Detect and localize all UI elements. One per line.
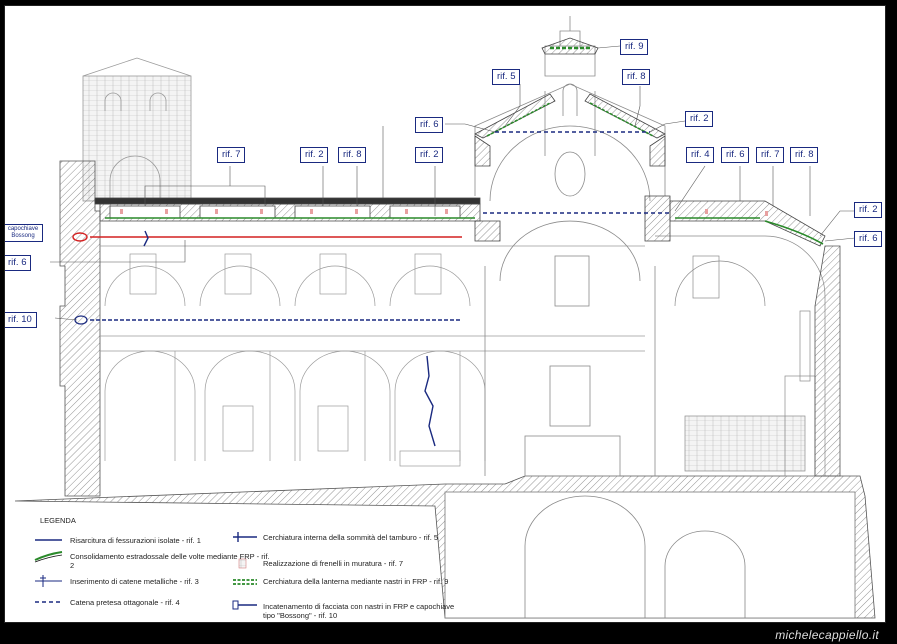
- ref-tag-rif-6-far: rif. 6: [854, 231, 883, 247]
- ref-tag-rif-8-right: rif. 8: [790, 147, 819, 163]
- legend-item-facade-tie: Incatenamento di facciata con nastri in …: [263, 602, 455, 620]
- choir: [655, 235, 826, 477]
- frp-reinforcement: [105, 46, 824, 245]
- legend-item-frp-vaults: Consolidamento estradossale delle volte …: [70, 552, 270, 570]
- ref-tag-rif-2-dome: rif. 2: [685, 111, 714, 127]
- ref-tag-rif-8-nave: rif. 8: [338, 147, 367, 163]
- legend-symbol-drum-ring: [233, 532, 257, 542]
- ref-tag-rif-9: rif. 9: [620, 39, 649, 55]
- legend-item-crack-repair: Risarcitura di fessurazioni isolate - ri…: [70, 536, 201, 545]
- ref-tag-rif-4: rif. 4: [686, 147, 715, 163]
- ref-tag-rif-2-nave-b: rif. 2: [415, 147, 444, 163]
- ref-tag-capochiave: capochiave Bossong: [5, 224, 43, 242]
- ref-tag-rif-2-nave-a: rif. 2: [300, 147, 329, 163]
- ref-tag-rif-10: rif. 10: [5, 312, 37, 328]
- ref-tag-rif-7: rif. 7: [217, 147, 246, 163]
- metal-ties: [72, 232, 462, 242]
- nave-roof: [94, 195, 826, 247]
- legend-symbol-facade-tie: [232, 600, 257, 610]
- legend-symbol-lantern-ring: [233, 579, 257, 585]
- legend-symbol-metal-tie: [35, 575, 62, 587]
- leader-lines: [50, 45, 856, 321]
- legend-item-frenelli: Realizzazione di frenelli in muratura - …: [263, 559, 404, 568]
- legend-item-octagonal-tie: Catena pretesa ottagonale - rif. 4: [70, 598, 180, 607]
- legend-item-metal-ties: Inserimento di catene metalliche - rif. …: [70, 577, 199, 586]
- legend-symbol-frp: [34, 551, 63, 561]
- bell-tower: [82, 57, 192, 202]
- site-credit: michelecappiello.it: [775, 628, 879, 642]
- ground: [14, 475, 876, 619]
- ref-tag-rif-2-far: rif. 2: [854, 202, 883, 218]
- church-section-drawing: [14, 16, 876, 619]
- choir-wall: [814, 245, 841, 477]
- facade-wall: [59, 160, 101, 497]
- frenelli-markers: [120, 209, 768, 216]
- legend-item-lantern-ring: Cerchiatura della lanterna mediante nast…: [263, 577, 449, 586]
- legend-title: LEGENDA: [40, 516, 76, 525]
- legend-item-drum-ring: Cerchiatura interna della sommità del ta…: [263, 533, 439, 542]
- dome-roof: [474, 37, 666, 167]
- ref-tag-rif-7-right: rif. 7: [756, 147, 785, 163]
- ref-tag-rif-6-right: rif. 6: [721, 147, 750, 163]
- ref-tag-rif-6-dome: rif. 6: [415, 117, 444, 133]
- nave-interior: [100, 245, 645, 467]
- ref-tag-rif-5: rif. 5: [492, 69, 521, 85]
- ref-tag-rif-6-left: rif. 6: [5, 255, 32, 271]
- legend-symbol-frenelli: [238, 558, 247, 569]
- legend-symbols: [34, 532, 257, 610]
- dome: [474, 16, 666, 477]
- ref-tag-rif-8-dome: rif. 8: [622, 69, 651, 85]
- blue-ties: [74, 131, 670, 447]
- drawing-sheet: rif. 9 rif. 5 rif. 8 rif. 6 rif. 2 rif. …: [4, 5, 886, 623]
